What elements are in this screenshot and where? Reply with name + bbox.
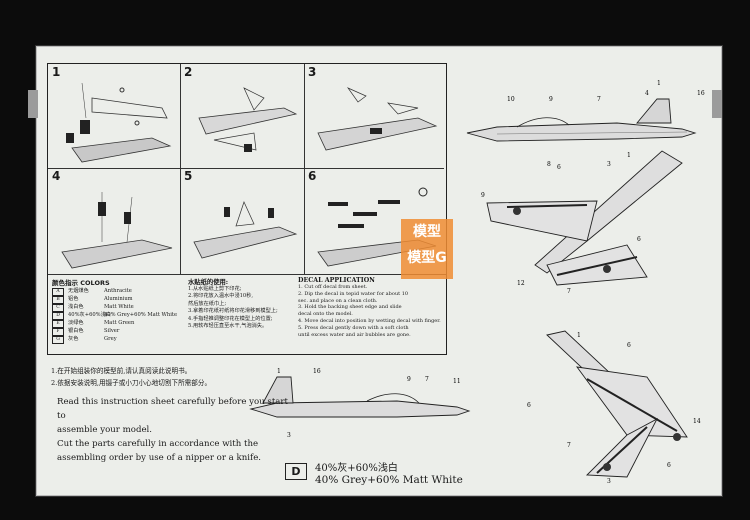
assembly-notes-zh: 1.在开始组装你的模型前,请认真阅读此说明书。 2.依据安装说明,用镊子或小刀小… (51, 367, 212, 387)
callout: 4 (645, 90, 649, 97)
step-number: 5 (184, 169, 193, 183)
callout: 6 (667, 462, 671, 469)
callout: 7 (567, 288, 571, 295)
callout: 6 (557, 164, 561, 171)
step-number: 4 (52, 169, 61, 183)
side-view-top: 1 4 16 10 9 7 8 3 (466, 80, 705, 168)
plan-view-lower: 1 14 6 7 3 6 6 (527, 330, 701, 485)
water-slide-instructions-zh: 水贴纸的使用: 1.从水贴纸上剪下印花; 2.将印花放入温水中浸10秒, 然后放… (188, 279, 278, 330)
callout: 3 (607, 161, 611, 168)
callout: 7 (567, 442, 571, 449)
callout: 8 (547, 161, 551, 168)
right-tab (712, 90, 722, 118)
callout: 9 (549, 96, 553, 103)
callout: 16 (313, 368, 321, 375)
paint-name-en: 40% Grey+60% Matt White (315, 474, 463, 486)
step-4: 4 (48, 168, 181, 275)
callout: 6 (627, 342, 631, 349)
step-4-sketch (61, 192, 173, 269)
colors-title: 颜色指示 COLORS (52, 279, 110, 287)
callout: 16 (697, 90, 705, 97)
callout: 6 (637, 236, 641, 243)
callout: 1 (657, 80, 661, 87)
step-1: 1 (48, 64, 181, 169)
callout: 7 (425, 376, 429, 383)
left-tab (28, 90, 38, 118)
callout: 12 (517, 280, 525, 287)
callout: 9 (407, 376, 411, 383)
step-number: 1 (52, 65, 61, 79)
step-number: 3 (308, 65, 317, 79)
callout: 10 (507, 96, 515, 103)
assembly-steps-grid: 1 2 3 (47, 63, 447, 355)
step-2: 2 (180, 64, 305, 169)
step-5-sketch (193, 201, 298, 259)
watermark-logo: 模型 模型G (401, 219, 453, 279)
step-1-sketch (66, 82, 172, 163)
step-2-sketch (198, 87, 298, 152)
callout: 6 (527, 402, 531, 409)
step-number: 2 (184, 65, 193, 79)
side-view-bottom: 1 16 9 7 11 3 (249, 368, 471, 439)
step-number: 6 (308, 169, 317, 183)
callout: 3 (287, 432, 291, 439)
step-3-sketch (317, 87, 438, 151)
callout: 1 (277, 368, 281, 375)
step-5: 5 (180, 168, 305, 275)
callout: 14 (693, 418, 701, 425)
callout: 1 (577, 332, 581, 339)
decal-application-instructions: DECAL APPLICATION 1. Cut off decal from … (298, 277, 441, 338)
paint-code-box: D (285, 463, 307, 480)
callout: 3 (607, 478, 611, 485)
callout: 9 (481, 192, 485, 199)
callout: 7 (597, 96, 601, 103)
assembly-notes-en: Read this instruction sheet carefully be… (57, 397, 288, 463)
paint-name-zh: 40%灰+60%浅白 (315, 463, 398, 474)
step-3: 3 (304, 64, 444, 169)
callout: 11 (453, 378, 461, 385)
plan-view-upper: 1 6 9 6 12 7 (481, 150, 683, 295)
instruction-sheet: 1 2 3 (36, 46, 722, 496)
callout: 1 (627, 152, 631, 159)
